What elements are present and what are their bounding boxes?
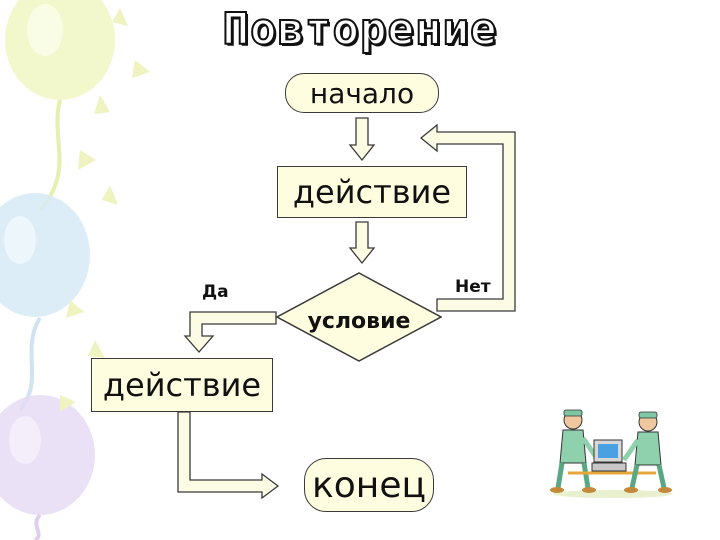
- end-node-label: конец: [312, 464, 426, 506]
- condition-label: условие: [307, 309, 411, 334]
- action-node-top-label: действие: [292, 173, 452, 211]
- doctors-with-computer-clipart: [550, 409, 673, 498]
- yes-label: Да: [202, 282, 229, 302]
- end-node: конец: [304, 458, 434, 512]
- no-label: Нет: [455, 277, 491, 297]
- slide-title: Повторение: [222, 3, 498, 56]
- arrow-yes-branch: [183, 311, 277, 353]
- action-node-top: действие: [277, 166, 467, 218]
- start-node-label: начало: [309, 76, 415, 110]
- arrow-action-to-condition: [348, 221, 376, 265]
- arrow-loop-back: [419, 123, 516, 312]
- arrow-action-to-end: [177, 411, 280, 500]
- balloons-decoration: [0, 0, 150, 540]
- action-node-bottom-label: действие: [102, 366, 262, 404]
- start-node: начало: [285, 73, 439, 113]
- action-node-bottom: действие: [91, 358, 273, 412]
- arrow-start-to-action: [348, 117, 376, 162]
- condition-diamond: [276, 272, 442, 362]
